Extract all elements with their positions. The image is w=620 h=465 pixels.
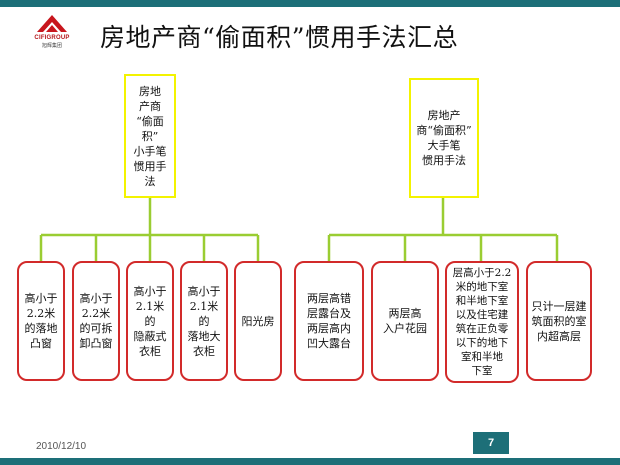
left-child-label-2: 高小于 2.2米 的可拆 卸凸窗 [79,292,113,350]
left-child-label-1: 高小于 2.2米 的落地 凸窗 [24,292,58,350]
left-child-label-5: 阳光房 [241,314,275,328]
right-parent-box: 房地产 商“偷面积” 大手笔 惯用手法 [409,78,479,198]
right-child-label-2: 两层高 入户花园 [383,307,427,335]
footer-date: 2010/12/10 [36,441,87,452]
right-child-label-4: 只计一层建 筑面积的室 内超高层 [531,299,587,343]
right-child-label-3: 层高小于2.2 米的地下室 和半地下室 以及住宅建 筑在正负零 以下的地下 室和… [452,267,512,377]
left-parent-label: 房地 产商 “偷面积” 小手笔 惯用手法 [133,84,167,188]
right-child-box-1: 两层高错 层露台及 两层高内 凹大露台 [294,261,364,381]
left-child-label-4: 高小于 2.1米的 落地大 衣柜 [187,284,221,358]
left-child-box-4: 高小于 2.1米的 落地大 衣柜 [180,261,228,381]
right-child-box-2: 两层高 入户花园 [371,261,439,381]
bottom-band [0,458,620,465]
right-child-box-4: 只计一层建 筑面积的室 内超高层 [526,261,592,381]
logo-subtext: 旭辉集团 [41,43,62,49]
left-child-label-3: 高小于 2.1米的 隐蔽式 衣柜 [133,284,167,358]
page-title: 房地产商“偷面积”惯用手法汇总 [100,23,459,52]
right-child-label-1: 两层高错 层露台及 两层高内 凹大露台 [307,292,351,350]
left-child-box-2: 高小于 2.2米 的可拆 卸凸窗 [72,261,120,381]
top-band [0,0,620,7]
left-child-box-3: 高小于 2.1米的 隐蔽式 衣柜 [126,261,174,381]
page-number: 7 [473,432,509,454]
logo-mark-icon [37,15,67,32]
left-child-box-5: 阳光房 [234,261,282,381]
left-child-box-1: 高小于 2.2米 的落地 凸窗 [17,261,65,381]
right-child-box-3: 层高小于2.2 米的地下室 和半地下室 以及住宅建 筑在正负零 以下的地下 室和… [445,261,519,383]
logo-name: CIFIGROUP [34,35,70,41]
left-parent-box: 房地 产商 “偷面积” 小手笔 惯用手法 [124,74,176,198]
right-parent-label: 房地产 商“偷面积” 大手笔 惯用手法 [416,109,472,167]
company-logo: CIFIGROUP 旭辉集团 [30,12,74,60]
